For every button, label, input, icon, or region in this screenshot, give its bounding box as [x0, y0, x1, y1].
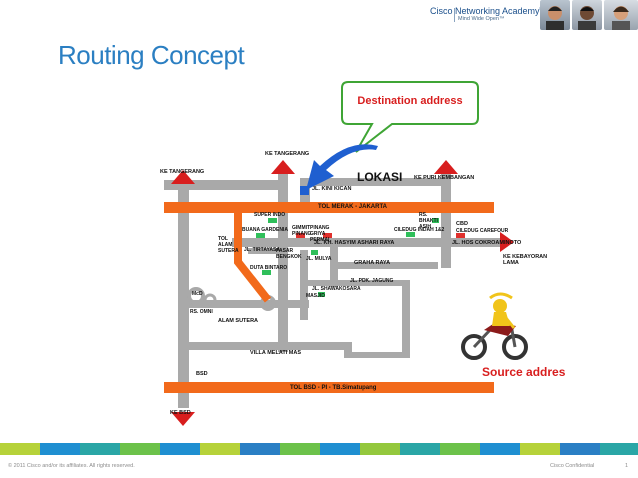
person-icon [546, 6, 564, 30]
label-tol-bsd: TOL BSD - PI - TB.Simatupang [290, 385, 377, 391]
motorcycle-icon [461, 292, 528, 360]
label-cbd: CBD [456, 221, 468, 227]
road-graha-raya [338, 262, 438, 269]
roundabout-omni [203, 293, 217, 307]
landmark-pinang-griya [323, 233, 332, 238]
arrow-ke-bsd [171, 412, 195, 426]
road-alam-sutera [189, 300, 309, 308]
label-ke-puri: KE PURI KEMBANGAN [414, 175, 475, 181]
landmark-masjid [318, 292, 325, 297]
person-photo-2 [572, 0, 602, 30]
landmark-rs-bhakti [432, 218, 439, 223]
destination-address-label: Destination address [357, 95, 463, 107]
label-alam-sutera: ALAM SUTERA [218, 318, 259, 324]
road-ke-tangerang-left [164, 180, 284, 190]
road-villa-link [344, 342, 352, 356]
landmark-buana-gardenia [256, 233, 265, 238]
person-icon [578, 6, 596, 30]
brand-name: Cisco Networking Academy [430, 6, 540, 16]
footer-confidential: Cisco Confidential [550, 463, 595, 469]
label-jl-tirtayasa: JL. TIRTAYASA [244, 247, 280, 253]
landmark-gimmit [296, 233, 305, 238]
label-jl-mulya: JL. MULYA [306, 256, 332, 262]
road-east-vertical [441, 172, 451, 268]
label-rs-omni: RS. OMNI [190, 309, 213, 315]
road-bsd-stub [178, 402, 189, 408]
arrow-ke-tangerang-top [271, 160, 295, 174]
destination-marker [300, 186, 309, 195]
landmark-cbd [456, 233, 465, 238]
road-villa-east [344, 352, 410, 358]
road-tirtayasa [248, 248, 288, 254]
lokasi-label: LOKASI [357, 170, 403, 184]
brand-tagline: Mind Wide Open™ [458, 16, 543, 22]
local-roads [164, 172, 502, 408]
label-jl-sunan: JL. SHAWAKOSARA [312, 286, 361, 292]
label-tol-merak: TOL MERAK - JAKARTA [318, 204, 387, 210]
toll-bsd [164, 382, 494, 393]
label-pinang-griya: PINANG GRIYA PERMAI [310, 225, 330, 243]
label-tol-alam-sutera: TOL ALAM SUTERA [218, 236, 239, 254]
label-mcd: McD [192, 291, 203, 297]
person-photo-1 [540, 0, 570, 30]
label-duta-bintaro: DUTA BINTARO [250, 265, 288, 271]
road-hasyim-ashari [232, 238, 502, 247]
footer-page-number: 1 [625, 463, 629, 469]
landmark-jl-mulya [311, 250, 318, 255]
tagline-text: Mind Wide Open [458, 16, 499, 22]
road-east-south [402, 280, 410, 356]
arrow-ke-kebayoran [500, 232, 514, 252]
footer-copyright: © 2011 Cisco and/or its affiliates. All … [8, 463, 135, 469]
destination-arrow [306, 144, 378, 190]
person-photo-3 [604, 0, 638, 30]
landmark-super-indo [268, 218, 277, 223]
road-graha-link [330, 247, 338, 287]
label-jl-kini-kican: JL. KINI KICAN [312, 186, 352, 192]
label-bsd: BSD [196, 371, 208, 377]
toll-merak-jakarta [164, 202, 494, 213]
label-rs-bhakti: RS. BHAKTI ASIH [419, 212, 438, 230]
label-ke-tangerang-top: KE TANGERANG [265, 151, 310, 157]
landmark-duta-bintaro [262, 270, 271, 275]
label-graha-raya: GRAHA RAYA [354, 260, 391, 266]
label-masjid: MASJID [306, 293, 325, 299]
person-icon [612, 6, 630, 30]
source-address-label: Source addres [482, 365, 566, 379]
arrow-ke-tangerang-left [171, 170, 195, 184]
landmark-cileduk [406, 232, 415, 237]
brand-divider [454, 8, 455, 22]
label-pasar: PASAR BENGKOK [276, 248, 302, 260]
label-cileduk: CILEDUG INDAH 1&2 [394, 227, 445, 233]
slide-title: Routing Concept [58, 40, 245, 70]
footer-color-strip [0, 443, 638, 455]
road-west-vertical [178, 186, 189, 408]
arrow-ke-puri [434, 160, 458, 174]
label-pdk-jagung: JL. PDK. JAGUNG [350, 278, 394, 284]
label-buana-gardenia: BUANA GARDENIA [242, 227, 288, 233]
destination-callout-bubble [341, 81, 479, 153]
label-cbd-sub: CILEDUG CAREFOUR [456, 228, 509, 234]
label-gimmit: GIMMIT PINANG [292, 225, 312, 237]
toll-alam-sutera-link [234, 213, 272, 303]
label-villa-melati: VILLA MELATI MAS [250, 350, 302, 356]
label-jl-hasyim: JL. KH. HASYIM ASHARI RAYA [314, 240, 395, 246]
road-center-vertical [278, 172, 288, 352]
label-ke-tangerang-left: KE TANGERANG [160, 169, 205, 175]
label-ke-kebayoran: KE KEBAYORAN LAMA [503, 254, 548, 266]
label-super-indo: SUPER INDO [254, 212, 286, 218]
label-ke-bsd: KE BSD [170, 410, 191, 416]
road-pinang-vertical [300, 250, 308, 320]
landmarks [256, 218, 465, 297]
road-villa-melati [189, 342, 349, 350]
road-to-puri [310, 178, 450, 186]
tm-mark: ™ [498, 16, 505, 22]
label-jl-hos: JL. HOS COKROAMINOTO [452, 240, 522, 246]
roundabout-mcd [187, 287, 205, 305]
road-pdk-jagung [308, 280, 408, 286]
